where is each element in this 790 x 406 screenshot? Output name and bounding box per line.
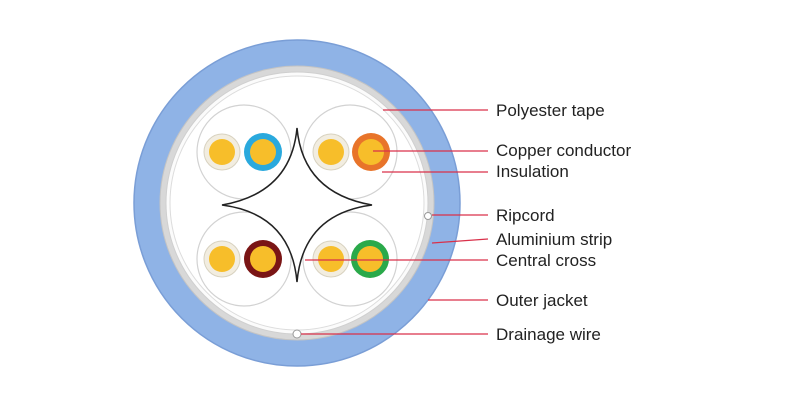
copper-conductor: [318, 139, 344, 165]
pair-bottom-left-ring: [196, 211, 292, 307]
label-copper-conductor: Copper conductor: [496, 141, 632, 160]
copper-conductor: [318, 246, 344, 272]
label-polyester-tape: Polyester tape: [496, 101, 605, 120]
copper-conductor: [250, 139, 276, 165]
copper-conductor: [358, 139, 384, 165]
label-aluminium-strip: Aluminium strip: [496, 230, 613, 249]
copper-conductor: [209, 139, 235, 165]
label-drainage-wire: Drainage wire: [496, 325, 601, 344]
label-ripcord: Ripcord: [496, 206, 555, 225]
copper-conductor: [357, 246, 383, 272]
copper-conductor: [209, 246, 235, 272]
leader-lines: [301, 109, 489, 335]
drainage-wire: [292, 329, 302, 339]
ripcord: [424, 212, 432, 220]
copper-conductor: [250, 246, 276, 272]
central-cross: [221, 127, 373, 283]
label-outer-jacket: Outer jacket: [496, 291, 588, 310]
leader-aluminium-strip: [431, 238, 489, 244]
label-central-cross: Central cross: [496, 251, 597, 270]
label-insulation: Insulation: [496, 162, 569, 181]
pair-bottom-right-ring: [302, 211, 398, 307]
